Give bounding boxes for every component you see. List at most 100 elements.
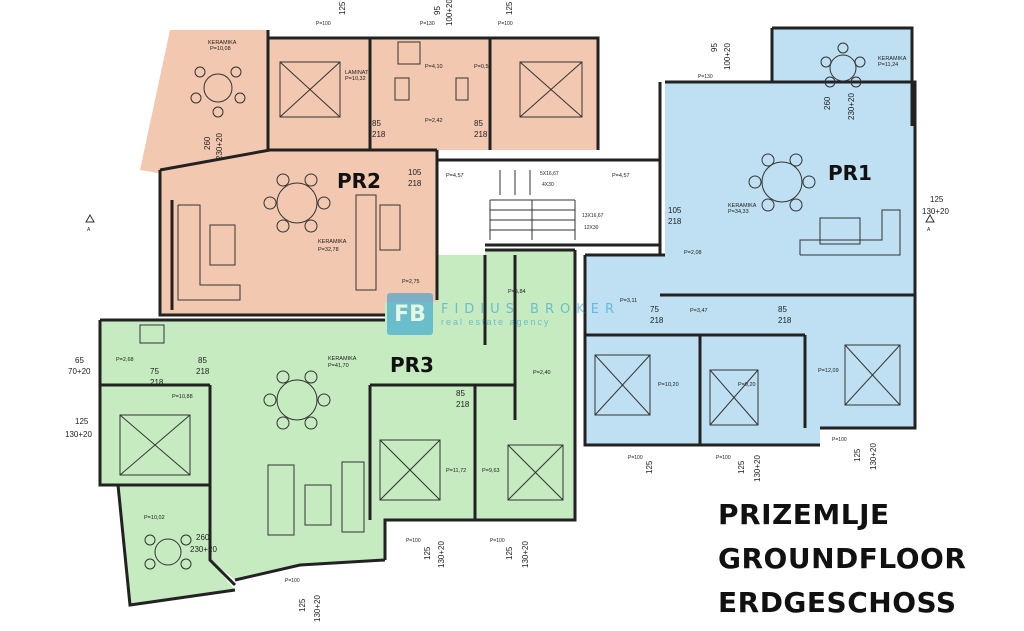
dim-label: 130+20 [521, 541, 530, 568]
room-area: P=10,02 [144, 515, 165, 521]
dim-label: 100+20 [723, 43, 732, 70]
unit-label-pr1: PR1 [828, 161, 872, 185]
dim-label: 260 [203, 136, 212, 150]
dim-label: 85 [778, 305, 787, 314]
dim-label: P=100 [406, 538, 421, 544]
pr1-main-fill [585, 82, 915, 445]
dim-label: 70+20 [68, 367, 91, 376]
room-area: P=5,84 [508, 289, 526, 295]
dim-label: 100+20 [445, 0, 454, 26]
floor-title-croatian: PRIZEMLJE [718, 498, 890, 531]
room-area: P=34,33 [728, 209, 749, 215]
dim-label: 125 [505, 1, 514, 15]
section-marker-label: A [927, 227, 931, 233]
room-area: P=2,42 [425, 118, 443, 124]
room-area: P=4,57 [612, 173, 630, 179]
dim-label: 218 [474, 130, 488, 139]
dim-label: 4X30 [542, 182, 554, 188]
dim-label: 125 [930, 195, 944, 204]
room-area: P=12,09 [818, 368, 839, 374]
room-label-keramika: KERAMIKA [318, 239, 347, 245]
watermark-text: FIDIUS BROKER real estate agency [441, 302, 620, 327]
floor-title-english: GROUNDFLOOR [718, 542, 967, 575]
room-area: P=2,08 [684, 250, 702, 256]
dim-label: 65 [75, 356, 84, 365]
dim-label: P=130 [698, 74, 713, 80]
dim-label: 218 [408, 179, 422, 188]
dim-label: P=100 [716, 455, 731, 461]
dim-label: P=100 [832, 437, 847, 443]
dim-label: 218 [196, 367, 210, 376]
dim-label: 85 [456, 389, 465, 398]
room-area: P=4,57 [446, 173, 464, 179]
dim-label: P=130 [420, 21, 435, 27]
dim-label: 125 [645, 460, 654, 474]
pr2-terrace-fill [140, 30, 268, 175]
dim-label: 5X16,67 [540, 171, 559, 177]
floor-title-block: PRIZEMLJE GROUNDFLOOR ERDGESCHOSS [718, 493, 1018, 625]
watermark-subtitle: real estate agency [441, 316, 551, 327]
watermark-name: FIDIUS BROKER [441, 301, 621, 317]
dim-label: P=100 [285, 578, 300, 584]
room-area: P=32,78 [318, 247, 339, 253]
dim-label: 125 [298, 598, 307, 612]
dim-label: 130+20 [65, 430, 92, 439]
dim-label: 218 [150, 378, 164, 387]
room-label-keramika: KERAMIKA [878, 56, 907, 62]
dim-label: 230+20 [190, 545, 217, 554]
dim-label: 75 [150, 367, 159, 376]
dim-label: P=100 [316, 21, 331, 27]
dim-label: P=100 [498, 21, 513, 27]
dim-label: 130+20 [753, 455, 762, 482]
dim-label: 85 [372, 119, 381, 128]
dim-label: 218 [372, 130, 386, 139]
dim-label: 95 [710, 43, 719, 52]
dim-label: 105 [408, 168, 422, 177]
dim-label: 95 [433, 6, 442, 15]
room-label-keramika: KERAMIKA [328, 356, 357, 362]
room-area: P=3,11 [620, 298, 637, 304]
pr3-terrace-fill [118, 485, 235, 605]
dim-label: 260 [196, 533, 210, 542]
dim-label: 218 [650, 316, 664, 325]
dim-label: 125 [853, 448, 862, 462]
watermark-logo: FB [387, 293, 433, 335]
dim-label: 130+20 [437, 541, 446, 568]
dim-label: 130+20 [313, 595, 322, 622]
dim-label: 125 [505, 546, 514, 560]
unit-label-pr3: PR3 [390, 353, 434, 377]
dim-label: 125 [338, 1, 347, 15]
room-area: P=0,54 [474, 64, 492, 70]
room-area: P=11,24 [878, 62, 898, 68]
floor-title-german: ERDGESCHOSS [718, 586, 957, 619]
unit-label-pr2: PR2 [337, 169, 381, 193]
dim-label: 218 [668, 217, 682, 226]
walls [98, 26, 917, 607]
dim-label: 130+20 [922, 207, 949, 216]
room-area: P=10,32 [345, 76, 366, 82]
dim-label: 125 [423, 546, 432, 560]
dim-label: 230+20 [847, 93, 856, 120]
room-label-keramika: KERAMIKA [728, 203, 757, 209]
dim-label: 130+20 [869, 443, 878, 470]
dim-label: 230+20 [215, 133, 224, 160]
dim-label: 218 [456, 400, 470, 409]
dim-label: 125 [75, 417, 89, 426]
room-area: P=4,10 [425, 64, 443, 70]
room-area: P=11,72 [446, 468, 466, 474]
dim-label: P=100 [490, 538, 505, 544]
section-marker-label: A [87, 227, 91, 233]
dim-label: 85 [198, 356, 207, 365]
dim-label: 85 [474, 119, 483, 128]
room-area: P=9,63 [482, 468, 500, 474]
room-area: P=2,75 [402, 279, 420, 285]
room-area: P=2,40 [533, 370, 551, 376]
dim-label: 75 [650, 305, 659, 314]
dim-label: 260 [823, 96, 832, 110]
room-area: P=10,20 [658, 382, 679, 388]
dim-label: 125 [737, 460, 746, 474]
room-label-keramika: KERAMIKA [208, 40, 237, 46]
room-label-laminat: LAMINAT [345, 70, 369, 76]
room-area: P=10,88 [172, 394, 193, 400]
dim-label: 12X30 [584, 225, 599, 231]
